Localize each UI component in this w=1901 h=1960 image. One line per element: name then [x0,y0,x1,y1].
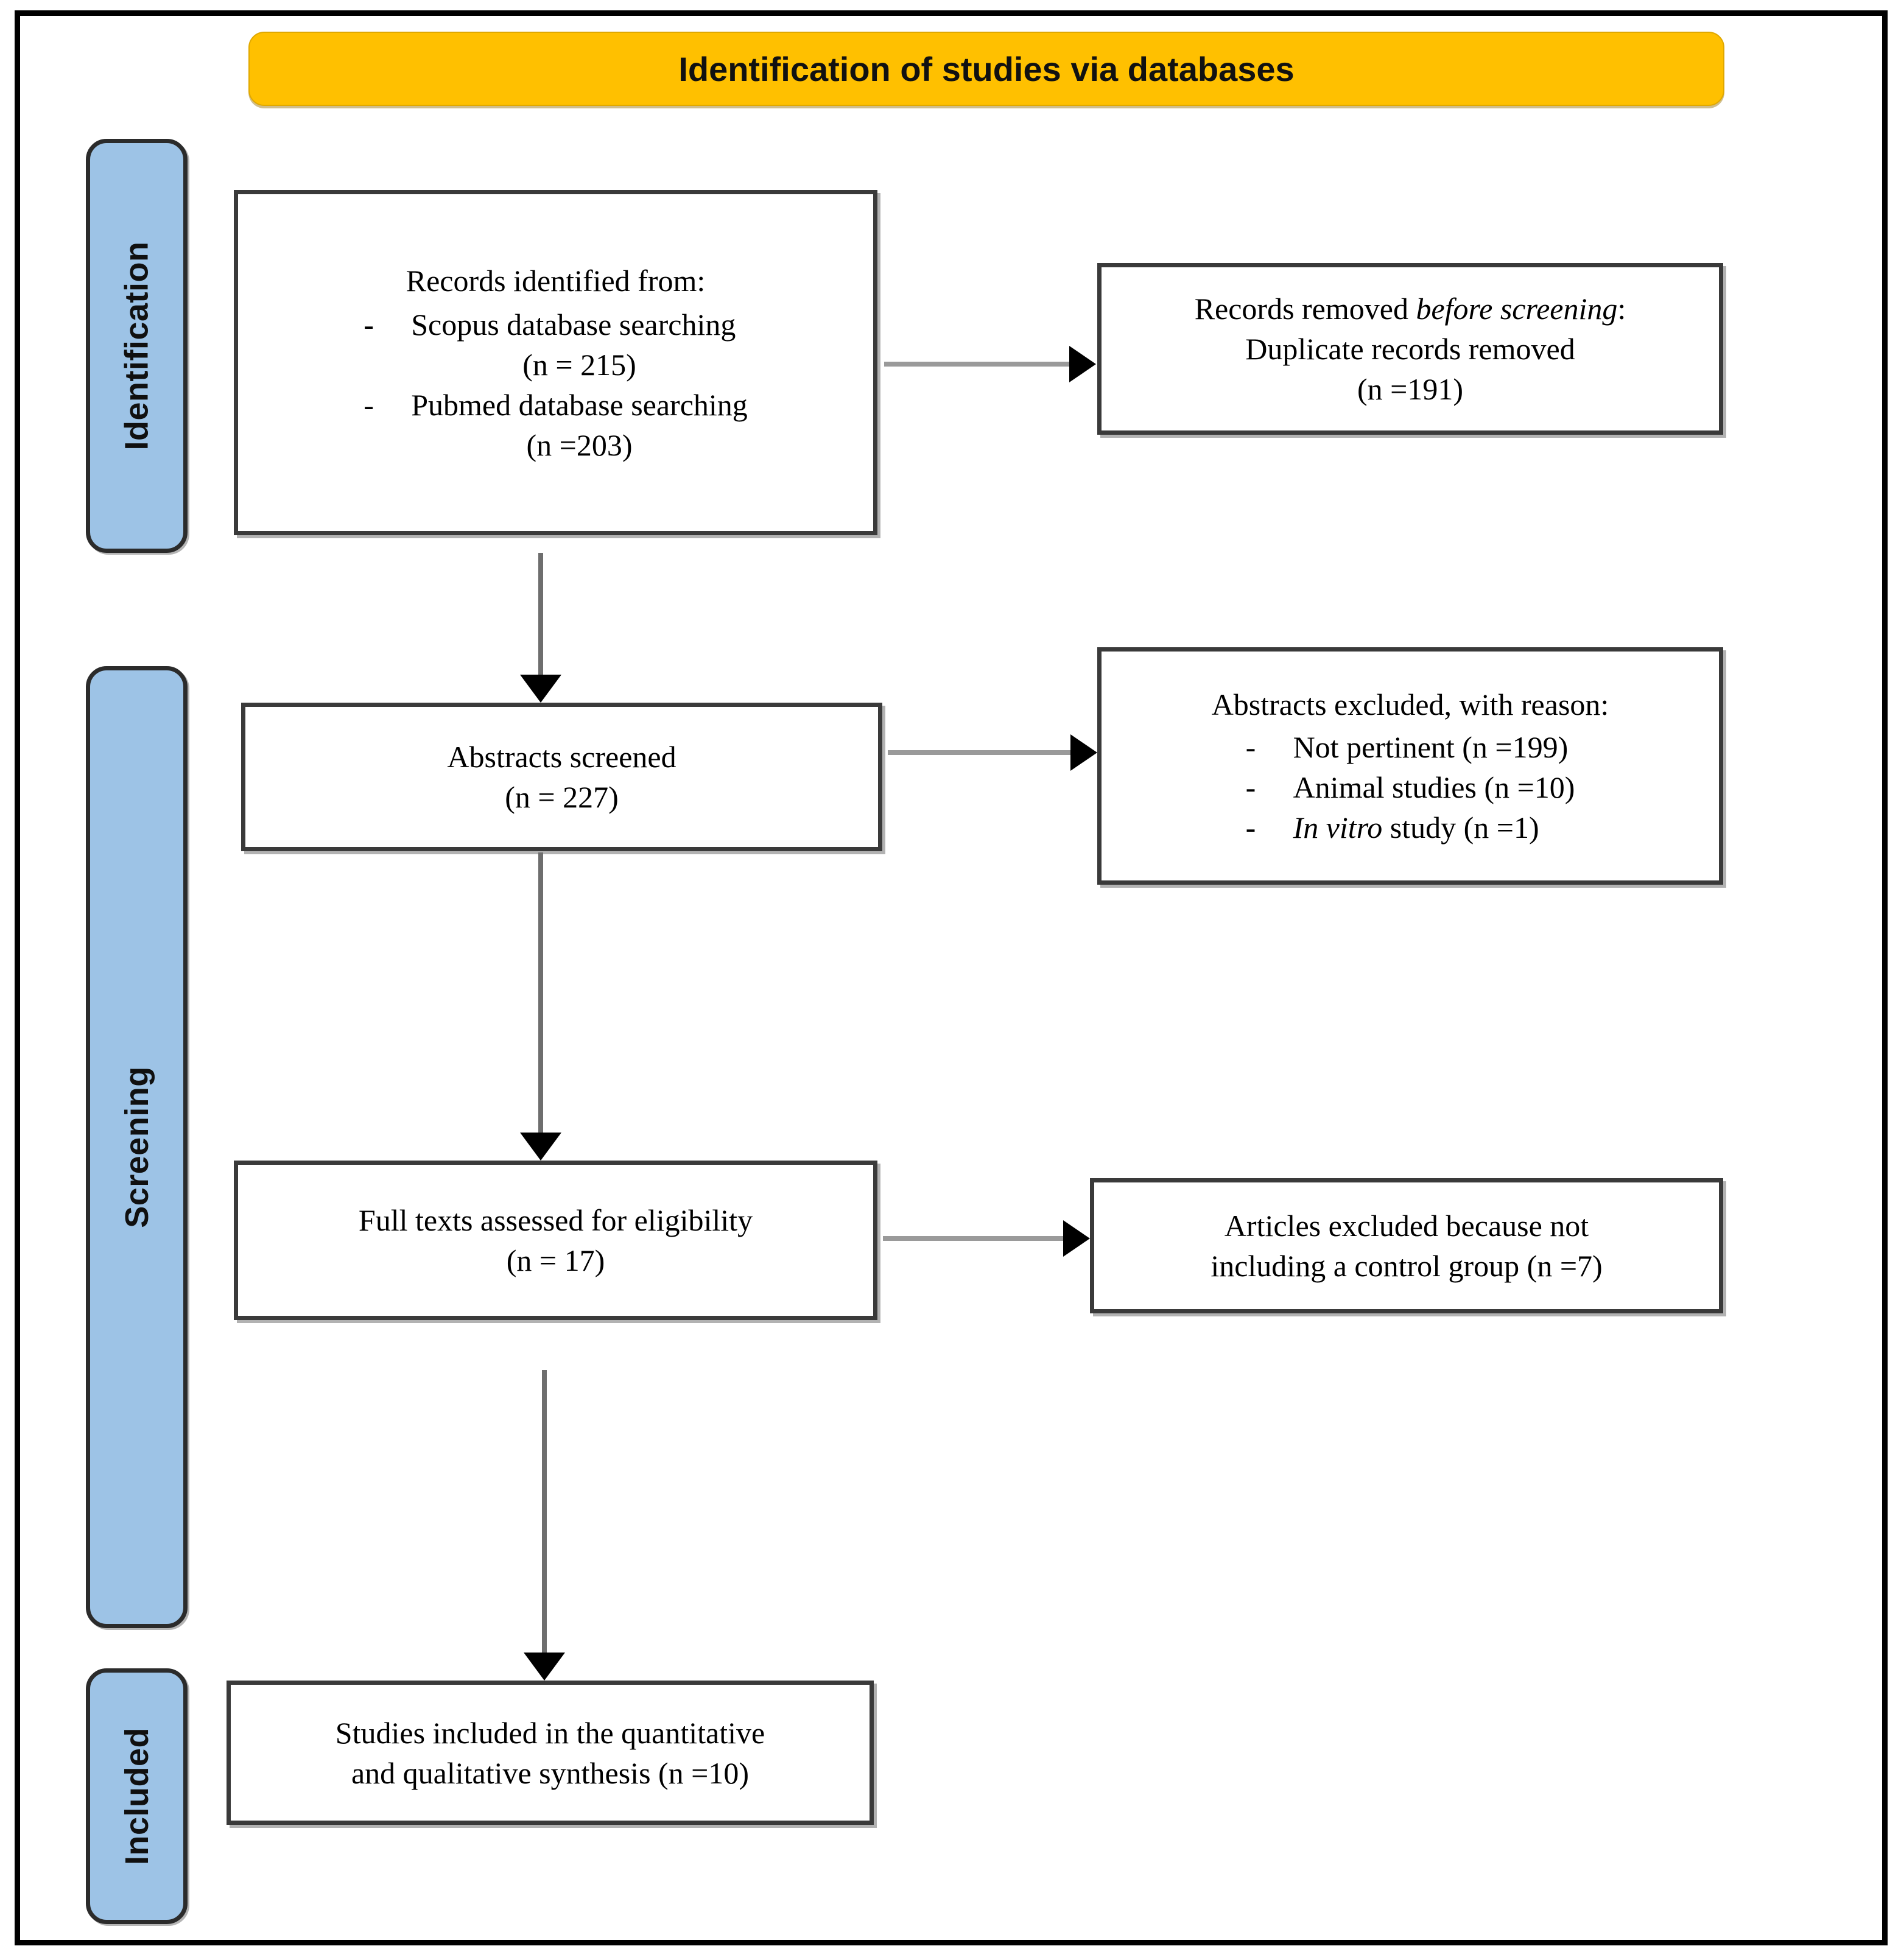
list-item: - Animal studies (n =10) [1246,767,1575,807]
arrow-head [520,675,561,703]
full-texts-label: Full texts assessed for eligibility [358,1203,753,1237]
banner-title: Identification of studies via databases [678,49,1295,88]
box-abstracts-excluded: Abstracts excluded, with reason: - Not p… [1097,647,1723,885]
arrow-head [1070,734,1097,771]
diagram-outer-frame [15,10,1888,1945]
abstracts-excluded-reason-list: - Not pertinent (n =199) - Animal studie… [1246,727,1575,848]
box-full-texts-assessed: Full texts assessed for eligibility (n =… [234,1161,877,1320]
studies-included-line-2: and qualitative synthesis (n =10) [351,1755,750,1790]
reason-italic-prefix: In vitro [1293,810,1383,845]
arrow-shaft [542,1370,547,1653]
abstracts-screened-label: Abstracts screened [447,740,676,774]
reason-label-in-vitro: In vitro study (n =1) [1293,807,1539,848]
records-removed-text-italic: before screening [1416,292,1618,326]
reason-label: Animal studies (n =10) [1293,770,1575,804]
box-studies-included: Studies included in the quantitative and… [227,1681,874,1825]
stage-label-screening: Screening [118,1066,155,1228]
records-removed-line-2: Duplicate records removed [1245,332,1575,366]
identification-banner: Identification of studies via databases [248,32,1724,106]
records-removed-count: (n =191) [1357,372,1463,406]
list-item: - Scopus database searching [364,304,748,345]
stage-label-identification: Identification [118,241,155,451]
arrow-shaft [883,1236,1063,1241]
stage-label-included: Included [118,1727,155,1866]
arrow-shaft [538,852,543,1133]
records-removed-text-c: : [1617,292,1626,326]
bullet-dash: - [1245,730,1256,764]
studies-included-line-1: Studies included in the quantitative [335,1715,765,1750]
arrow-shaft [538,553,543,675]
list-item: - In vitro study (n =1) [1246,807,1575,848]
bullet-dash: - [364,307,374,342]
source-label: Pubmed database searching [411,387,748,422]
source-count: (n = 215) [522,347,636,382]
bullet-dash: - [1245,770,1256,804]
full-texts-count: (n = 17) [506,1243,605,1277]
bullet-dash: - [364,387,374,422]
arrow-head [524,1653,565,1681]
stage-bar-included: Included [86,1668,188,1924]
list-item: - Pubmed database searching [364,385,748,425]
stage-bar-screening: Screening [86,666,188,1628]
arrow-head [1063,1220,1090,1257]
articles-excluded-line-2: including a control group (n =7) [1211,1249,1603,1283]
list-item-count: (n = 215) [364,345,748,385]
abstracts-excluded-heading: Abstracts excluded, with reason: [1211,687,1609,722]
records-identified-source-list: - Scopus database searching (n = 215) - … [364,304,748,465]
reason-label: Not pertinent (n =199) [1293,730,1569,764]
arrow-shaft [888,750,1070,755]
reason-rest: study (n =1) [1382,810,1539,845]
arrow-head [1069,346,1096,382]
records-removed-text-a: Records removed [1194,292,1416,326]
source-label: Scopus database searching [411,307,736,342]
abstracts-screened-count: (n = 227) [505,780,619,814]
records-removed-line-1: Records removed before screening: [1195,289,1626,329]
box-records-identified: Records identified from: - Scopus databa… [234,190,877,535]
box-abstracts-screened: Abstracts screened (n = 227) [241,703,882,851]
list-item: - Not pertinent (n =199) [1246,727,1575,767]
bullet-dash: - [1245,810,1256,845]
arrow-head [520,1133,561,1161]
source-count: (n =203) [526,427,633,462]
box-articles-excluded: Articles excluded because not including … [1090,1178,1723,1313]
stage-bar-identification: Identification [86,139,188,553]
arrow-shaft [884,362,1069,367]
articles-excluded-line-1: Articles excluded because not [1224,1209,1589,1243]
records-identified-heading: Records identified from: [406,263,706,298]
list-item-count: (n =203) [364,425,748,465]
box-records-removed: Records removed before screening: Duplic… [1097,263,1723,435]
